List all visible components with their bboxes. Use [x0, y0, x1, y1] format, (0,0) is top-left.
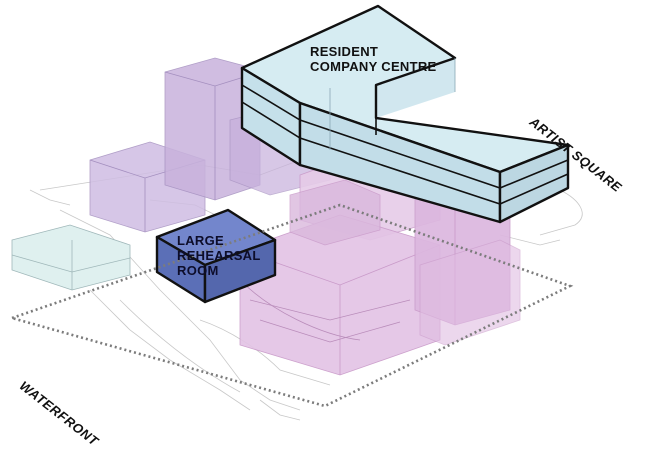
left-low-block	[11, 224, 131, 291]
large-rehearsal-room-label: LARGE REHEARSAL ROOM	[177, 233, 261, 278]
resident-company-centre-label-line2: COMPANY CENTRE	[310, 59, 437, 74]
large-rehearsal-room-label-line3: ROOM	[177, 263, 219, 278]
resident-company-centre-label-line1: RESIDENT	[310, 44, 379, 59]
axonometric-massing-diagram	[7, 4, 583, 421]
large-rehearsal-room-label-line1: LARGE	[177, 233, 224, 248]
resident-company-centre-label: RESIDENT COMPANY CENTRE	[310, 44, 437, 74]
large-rehearsal-room-block	[155, 208, 277, 304]
site-boundary	[7, 203, 574, 408]
resident-company-centre-block	[240, 4, 570, 224]
large-rehearsal-room-label-line2: REHEARSAL	[177, 248, 261, 263]
